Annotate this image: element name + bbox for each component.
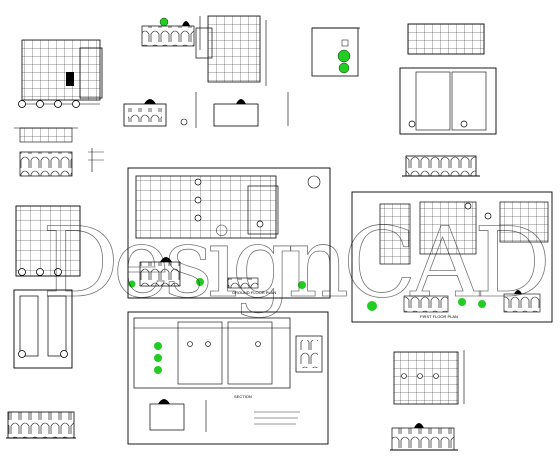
elevation-bottom-left	[6, 411, 76, 439]
plan-top-left	[18, 39, 103, 108]
elevation-row-two	[123, 92, 289, 128]
elevation-left-small	[14, 127, 104, 177]
bottom-sheet-frame: SECTION	[127, 311, 329, 445]
plan-left-large	[13, 205, 81, 369]
plan-top-center	[195, 15, 267, 86]
watermark-text: DesignCAD Concept	[42, 207, 560, 319]
column-symbol	[18, 100, 80, 108]
north-arrow	[307, 175, 321, 189]
tree-symbol	[159, 17, 169, 27]
right-sheet-frame: FIRST FLOOR PLAN	[351, 191, 553, 323]
dome-symbol	[144, 99, 156, 104]
plan-top-right	[399, 23, 497, 177]
label-first-floor-plan: FIRST FLOOR PLAN	[420, 314, 458, 319]
plan-bottom-right	[390, 350, 465, 451]
label-ground-floor-plan: GROUND FLOOR PLAN	[232, 290, 276, 295]
label-section: SECTION	[234, 394, 252, 399]
site-plan-top-right	[311, 27, 360, 77]
elevation-top-middle	[141, 16, 201, 50]
main-sheet-frame: GROUND FLOOR PLAN	[127, 167, 331, 299]
